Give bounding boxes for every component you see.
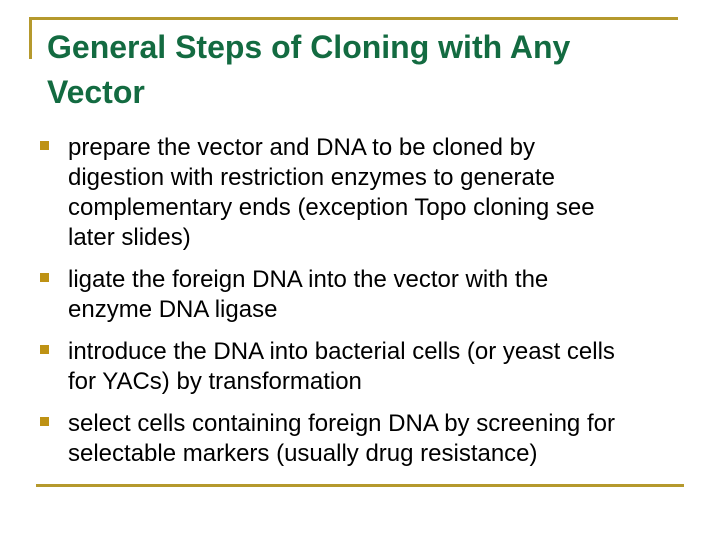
bottom-divider-line [36, 484, 684, 487]
slide-title: General Steps of Cloning with Any Vector [47, 29, 571, 110]
bullet-item: select cells containing foreign DNA by s… [40, 409, 688, 469]
bullet-text: introduce the DNA into bacterial cells (… [68, 338, 615, 395]
bullet-item: prepare the vector and DNA to be cloned … [40, 133, 688, 253]
bullet-item: ligate the foreign DNA into the vector w… [40, 265, 688, 325]
bullet-text: select cells containing foreign DNA by s… [68, 410, 615, 467]
bullet-text: ligate the foreign DNA into the vector w… [68, 266, 549, 323]
corner-accent-line [29, 17, 32, 59]
bullet-list: prepare the vector and DNA to be cloned … [40, 133, 688, 481]
bullet-square-icon [40, 141, 49, 150]
bullet-square-icon [40, 417, 49, 426]
bullet-item: introduce the DNA into bacterial cells (… [40, 337, 688, 397]
bullet-square-icon [40, 345, 49, 354]
bullet-text: prepare the vector and DNA to be cloned … [68, 134, 595, 251]
bullet-square-icon [40, 273, 49, 282]
top-accent-line [29, 17, 678, 20]
